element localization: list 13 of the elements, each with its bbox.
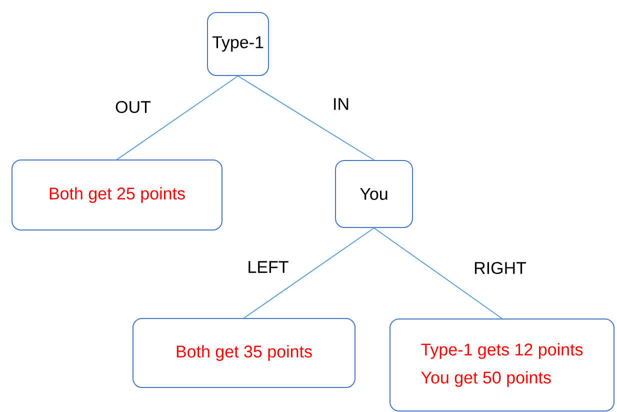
edge-label: LEFT	[248, 261, 288, 273]
rounded-box: Both get 35 points	[132, 318, 356, 388]
edge-label: RIGHT	[474, 262, 526, 274]
edge-label: OUT	[116, 100, 151, 114]
rounded-box: Type-1 gets 12 points You get 50 points	[390, 318, 614, 412]
rounded-box: You	[335, 160, 413, 228]
connector-line	[374, 228, 502, 319]
connector-line	[244, 228, 374, 318]
connector-line	[116, 76, 238, 160]
rounded-box: Type-1	[207, 12, 269, 76]
edge-label: IN	[334, 98, 348, 110]
rounded-box: Both get 25 points	[12, 160, 222, 230]
connector-line	[238, 76, 374, 160]
